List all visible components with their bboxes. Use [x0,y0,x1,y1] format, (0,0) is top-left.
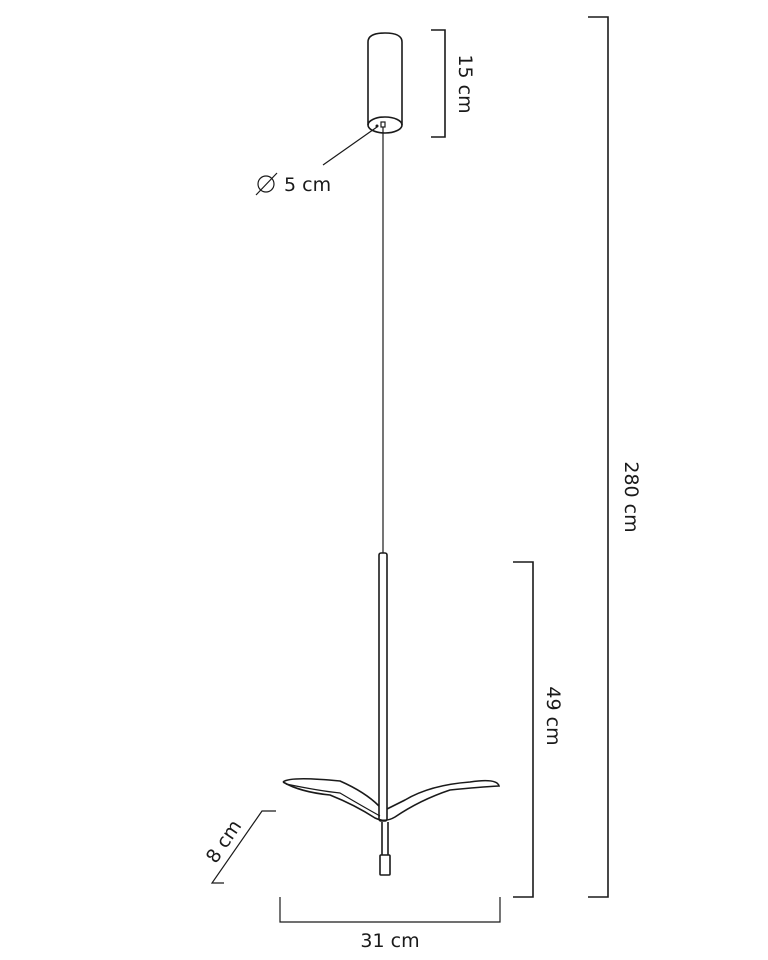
lamp-height-dimension: 49 cm [513,561,564,898]
canopy-height-label: 15 cm [454,54,476,113]
lamp-rod [378,552,388,822]
wing-width-label: 31 cm [360,930,419,952]
wing-depth-label: 8 cm [202,816,247,867]
total-height-dimension: 280 cm [588,16,642,898]
total-height-label: 280 cm [620,461,642,532]
canopy-diameter-dimension: 5 cm [255,126,378,196]
canopy-diameter-label: 5 cm [284,174,331,196]
lamp-end-cap [379,854,391,876]
canopy-height-dimension: 15 cm [431,29,476,138]
lamp-wings [282,777,501,822]
canopy [367,32,403,134]
wing-width-dimension: 31 cm [279,897,501,952]
wing-depth-dimension: 8 cm [202,810,276,884]
diameter-symbol-icon [255,172,278,196]
lamp-height-label: 49 cm [542,686,564,745]
